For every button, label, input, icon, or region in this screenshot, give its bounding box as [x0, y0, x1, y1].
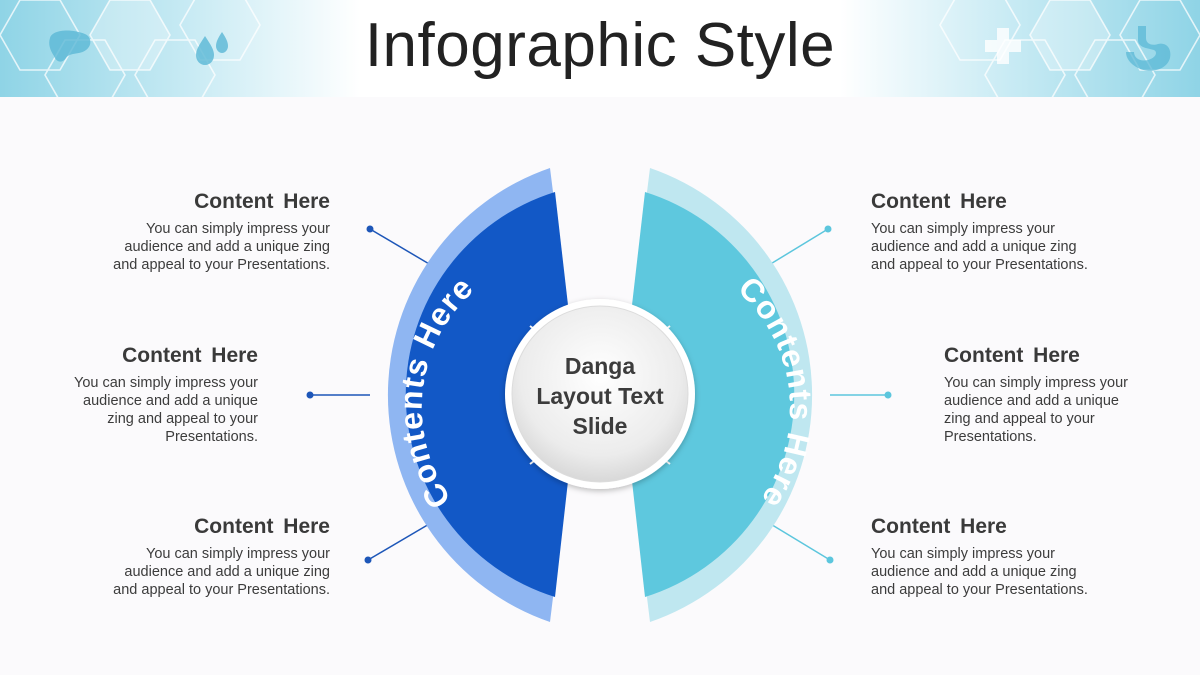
content-block-top-right: Content Here You can simply impress your…	[871, 190, 1111, 274]
content-text: You can simply impress your audience and…	[944, 375, 1129, 445]
center-label-line: Danga	[565, 353, 636, 379]
center-label-line: Layout Text	[536, 383, 664, 409]
connector-dot	[826, 556, 834, 564]
content-block-top-left: Content Here You can simply impress your…	[100, 190, 330, 274]
right-inner-arc	[622, 192, 795, 597]
content-text: You can simply impress your audience and…	[871, 221, 1088, 273]
content-text: You can simply impress your audience and…	[73, 375, 258, 445]
connector-line	[367, 519, 437, 561]
content-block-bottom-left: Content Here You can simply impress your…	[100, 515, 330, 599]
connector-dot	[306, 391, 314, 399]
content-text: You can simply impress your audience and…	[113, 546, 330, 598]
drops-icon	[196, 32, 228, 65]
content-heading: Content Here	[194, 515, 330, 538]
left-connectors	[306, 225, 437, 564]
content-block-bottom-right: Content Here You can simply impress your…	[871, 515, 1111, 599]
connector-dot	[824, 225, 832, 233]
right-connectors	[763, 225, 892, 564]
liver-icon	[49, 30, 91, 62]
content-block-middle-left: Content Here You can simply impress your…	[40, 344, 258, 446]
content-heading: Content Here	[944, 344, 1080, 367]
content-heading: Content Here	[122, 344, 258, 367]
left-inner-arc	[405, 192, 578, 597]
center-circle: Danga Layout Text Slide	[505, 299, 695, 489]
content-text: You can simply impress your audience and…	[871, 546, 1088, 598]
header-banner: Infographic Style	[0, 0, 1200, 97]
connector-line	[369, 228, 437, 269]
content-block-middle-right: Content Here You can simply impress your…	[944, 344, 1164, 446]
connector-line	[763, 228, 829, 269]
medical-cross-icon	[985, 28, 1021, 64]
center-label-line: Slide	[573, 413, 628, 439]
page-title: Infographic Style	[364, 11, 836, 80]
content-text: You can simply impress your audience and…	[113, 221, 330, 273]
content-heading: Content Here	[871, 515, 1007, 538]
content-heading: Content Here	[871, 190, 1007, 213]
stomach-icon	[1126, 26, 1171, 71]
connector-dot	[884, 391, 892, 399]
connector-line	[763, 519, 831, 561]
hexagon-pattern	[0, 0, 1200, 97]
content-heading: Content Here	[194, 190, 330, 213]
connector-dot	[366, 225, 374, 233]
connector-dot	[364, 556, 372, 564]
